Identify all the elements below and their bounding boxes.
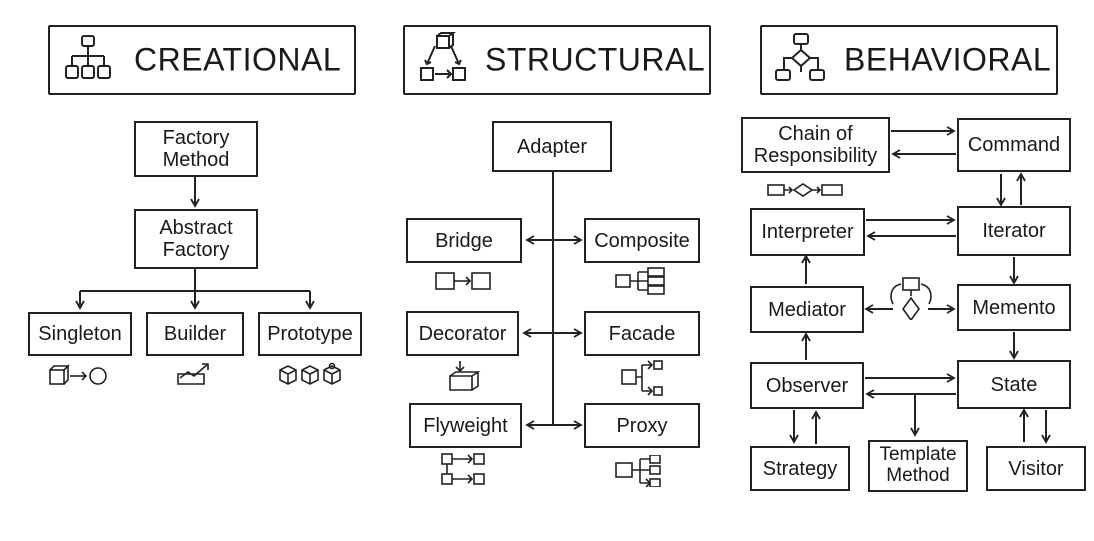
flowchart-icon (775, 33, 825, 81)
visitor-node: Visitor (986, 446, 1086, 491)
observer-node: Observer (750, 362, 864, 409)
builder-node: Builder (146, 312, 244, 356)
chain-of-responsibility-node: Chain of Responsibility (741, 117, 890, 173)
interpreter-node: Interpreter (750, 208, 865, 256)
flyweight-icon (441, 453, 485, 485)
prototype-node: Prototype (258, 312, 362, 356)
facade-icon (621, 360, 663, 396)
header-title: CREATIONAL (134, 41, 342, 78)
bridge-icon (435, 272, 491, 290)
singleton-node: Singleton (28, 312, 132, 356)
adapter-node: Adapter (492, 121, 612, 172)
chain-flow-icon (767, 183, 843, 197)
prototype-cubes-icon (279, 362, 341, 385)
memento-node: Memento (957, 284, 1071, 331)
cube-cycle-icon (420, 32, 466, 81)
proxy-node: Proxy (584, 403, 700, 448)
abstract-factory-node: Abstract Factory (134, 209, 258, 269)
header-title: STRUCTURAL (485, 41, 706, 78)
state-node: State (957, 360, 1071, 409)
iterator-node: Iterator (957, 206, 1071, 256)
proxy-icon (615, 455, 661, 487)
template-method-node: Template Method (868, 440, 968, 492)
decorator-node: Decorator (406, 311, 519, 356)
structural-header: STRUCTURAL (403, 25, 711, 95)
flyweight-node: Flyweight (409, 403, 522, 448)
decorator-box-icon (449, 361, 481, 391)
singleton-icon (49, 364, 107, 385)
mediator-hub-icon (890, 277, 932, 320)
behavioral-header: BEHAVIORAL (760, 25, 1058, 95)
bridge-node: Bridge (406, 218, 522, 263)
facade-node: Facade (584, 311, 700, 356)
composite-node: Composite (584, 218, 700, 263)
strategy-node: Strategy (750, 446, 850, 491)
factory-method-node: Factory Method (134, 121, 258, 177)
creational-header: CREATIONAL (48, 25, 356, 95)
hierarchy-icon (65, 35, 111, 79)
growth-chart-icon (177, 363, 209, 385)
mediator-node: Mediator (750, 286, 864, 333)
composite-tree-icon (615, 267, 665, 295)
header-title: BEHAVIORAL (844, 41, 1052, 78)
command-node: Command (957, 118, 1071, 172)
